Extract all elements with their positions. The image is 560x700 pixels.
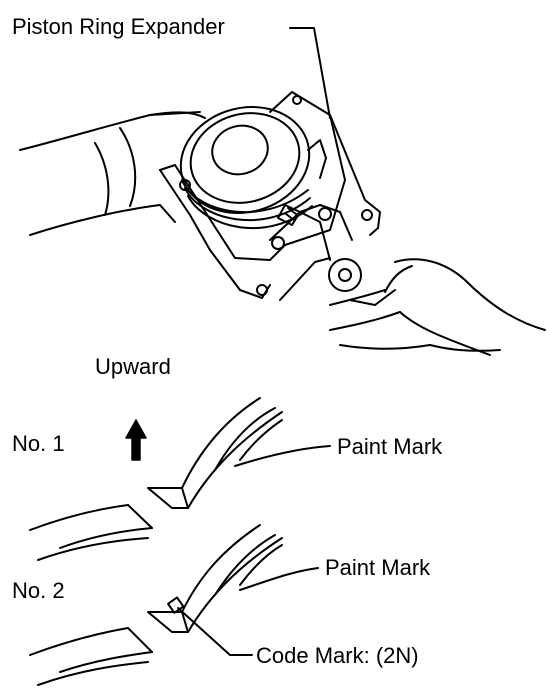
- paint-mark-1-leader: [234, 445, 331, 467]
- ring-2-label: No. 2: [12, 578, 65, 603]
- up-arrow-icon: [125, 419, 147, 461]
- ring-2-left-segment: [29, 627, 153, 686]
- ring-1-label: No. 1: [12, 431, 65, 456]
- right-hand: [329, 258, 546, 356]
- paint-mark-2-leader: [239, 567, 319, 591]
- paint-mark-1-label: Paint Mark: [337, 434, 443, 459]
- tool-leader-line: [289, 27, 331, 119]
- rings-illustration: [29, 397, 331, 686]
- left-hand: [19, 111, 206, 236]
- tool-label: Piston Ring Expander: [12, 14, 225, 39]
- expander-tool-body: [159, 91, 381, 299]
- ring-1-right-segment: [147, 397, 283, 509]
- code-mark-leader: [177, 607, 253, 656]
- ring-1-left-segment: [29, 504, 153, 561]
- piston: [179, 106, 327, 230]
- piston-ring-expander-illustration: [19, 27, 546, 356]
- code-mark-label: Code Mark: (2N): [256, 643, 419, 668]
- expander-linkage: [269, 204, 362, 301]
- ring-2-right-segment: [147, 524, 283, 633]
- upward-label: Upward: [95, 354, 171, 379]
- paint-mark-2-label: Paint Mark: [325, 555, 431, 580]
